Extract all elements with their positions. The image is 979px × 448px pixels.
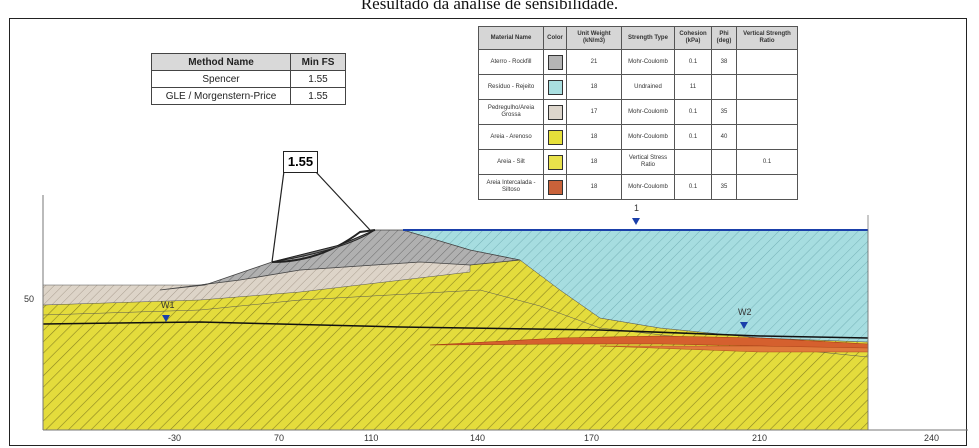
phi-cell: 40 bbox=[711, 124, 737, 150]
fs-radius-left bbox=[271, 170, 285, 263]
strength-type-cell: Mohr-Coulomb bbox=[621, 124, 675, 150]
phi-cell bbox=[711, 149, 737, 175]
water-marker-label: W1 bbox=[161, 300, 175, 310]
x-tick-label: 210 bbox=[752, 433, 768, 443]
material-color-cell bbox=[543, 99, 567, 125]
table-row: Areia Intercalada - Siltoso 18 Mohr-Coul… bbox=[478, 174, 798, 200]
slip-mass bbox=[271, 229, 376, 263]
ratio-cell bbox=[736, 49, 798, 75]
water-marker-label: W2 bbox=[738, 307, 752, 317]
material-table-header: Strength Type bbox=[621, 26, 675, 50]
x-tick-label: 70 bbox=[274, 433, 285, 443]
cohesion-cell: 0.1 bbox=[674, 49, 712, 75]
strength-type-cell: Mohr-Coulomb bbox=[621, 49, 675, 75]
phi-cell: 38 bbox=[711, 49, 737, 75]
material-table-header: Color bbox=[543, 26, 567, 50]
unit-weight-cell: 18 bbox=[566, 124, 622, 150]
material-table-header: Phi (deg) bbox=[711, 26, 737, 50]
y-tick-label: 50 bbox=[24, 294, 35, 304]
figure-caption: Resultado da análise de sensibilidade. bbox=[360, 0, 619, 13]
strength-type-cell: Vertical Stress Ratio bbox=[621, 149, 675, 175]
material-color-cell bbox=[543, 149, 567, 175]
material-swatch bbox=[547, 104, 563, 120]
material-color-cell bbox=[543, 124, 567, 150]
material-name-cell: Areia Intercalada - Siltoso bbox=[478, 174, 544, 200]
slip-surface bbox=[271, 229, 376, 263]
fs-radius-right bbox=[314, 170, 371, 231]
material-table-header: Cohesion (kPa) bbox=[674, 26, 712, 50]
phi-cell bbox=[711, 74, 737, 100]
cohesion-cell: 0.1 bbox=[674, 124, 712, 150]
strength-type-cell: Undrained bbox=[621, 74, 675, 100]
material-table-header: Vertical Strength Ratio bbox=[736, 26, 798, 50]
strength-type-cell: Mohr-Coulomb bbox=[621, 174, 675, 200]
material-swatch bbox=[547, 179, 563, 195]
material-name-cell: Areia - Silt bbox=[478, 149, 544, 175]
material-swatch bbox=[547, 129, 563, 145]
unit-weight-cell: 17 bbox=[566, 99, 622, 125]
water-marker-icon bbox=[740, 322, 748, 329]
x-tick-label: 170 bbox=[584, 433, 600, 443]
factor-of-safety-label: 1.55 bbox=[283, 151, 318, 173]
phi-cell: 35 bbox=[711, 99, 737, 125]
x-tick-label: 140 bbox=[470, 433, 486, 443]
ratio-cell bbox=[736, 124, 798, 150]
min-fs-cell: 1.55 bbox=[290, 87, 346, 105]
table-row: Pedregulho/Areia Grossa 17 Mohr-Coulomb … bbox=[478, 99, 798, 125]
unit-weight-cell: 21 bbox=[566, 49, 622, 75]
water-marker-icon bbox=[632, 218, 640, 225]
material-color-cell bbox=[543, 174, 567, 200]
ratio-cell bbox=[736, 99, 798, 125]
x-tick-label: 240 bbox=[924, 433, 940, 443]
phi-cell: 35 bbox=[711, 174, 737, 200]
phreatic-line bbox=[42, 321, 869, 339]
ratio-cell bbox=[736, 74, 798, 100]
ratio-cell: 0.1 bbox=[736, 149, 798, 175]
unit-weight-cell: 18 bbox=[566, 149, 622, 175]
strength-type-cell: Mohr-Coulomb bbox=[621, 99, 675, 125]
material-swatch bbox=[547, 154, 563, 170]
plot-frame bbox=[9, 18, 967, 446]
material-table-header: Unit Weight (kN/m3) bbox=[566, 26, 622, 50]
method-table-header: Method Name bbox=[151, 53, 291, 71]
water-marker-label: 1 bbox=[634, 203, 640, 213]
material-name-cell: Aterro - Rockfill bbox=[478, 49, 544, 75]
x-tick-label: -30 bbox=[168, 433, 182, 443]
table-row: Spencer 1.55 bbox=[151, 70, 346, 88]
ratio-cell bbox=[736, 174, 798, 200]
unit-weight-cell: 18 bbox=[566, 174, 622, 200]
material-color-cell bbox=[543, 49, 567, 75]
cohesion-cell: 0.1 bbox=[674, 174, 712, 200]
material-swatch bbox=[547, 54, 563, 70]
method-table-header: Min FS bbox=[290, 53, 346, 71]
table-row: Areia - Arenoso 18 Mohr-Coulomb 0.1 40 bbox=[478, 124, 798, 150]
material-color-cell bbox=[543, 74, 567, 100]
method-name-cell: Spencer bbox=[151, 70, 291, 88]
table-row: Aterro - Rockfill 21 Mohr-Coulomb 0.1 38 bbox=[478, 49, 798, 75]
material-table: Material Name Color Unit Weight (kN/m3) … bbox=[478, 26, 798, 200]
table-row: Areia - Silt 18 Vertical Stress Ratio 0.… bbox=[478, 149, 798, 175]
material-table-header: Material Name bbox=[478, 26, 544, 50]
table-row: GLE / Morgenstern-Price 1.55 bbox=[151, 87, 346, 105]
material-name-cell: Resíduo - Rejeito bbox=[478, 74, 544, 100]
unit-weight-cell: 18 bbox=[566, 74, 622, 100]
cohesion-cell bbox=[674, 149, 712, 175]
material-name-cell: Areia - Arenoso bbox=[478, 124, 544, 150]
material-name-cell: Pedregulho/Areia Grossa bbox=[478, 99, 544, 125]
method-table: Method Name Min FS Spencer 1.55 GLE / Mo… bbox=[151, 53, 346, 105]
cohesion-cell: 0.1 bbox=[674, 99, 712, 125]
method-name-cell: GLE / Morgenstern-Price bbox=[151, 87, 291, 105]
table-row: Resíduo - Rejeito 18 Undrained 11 bbox=[478, 74, 798, 100]
cohesion-cell: 11 bbox=[674, 74, 712, 100]
x-tick-label: 110 bbox=[364, 433, 379, 443]
material-swatch bbox=[547, 79, 563, 95]
water-marker-icon bbox=[162, 315, 170, 322]
min-fs-cell: 1.55 bbox=[290, 70, 346, 88]
